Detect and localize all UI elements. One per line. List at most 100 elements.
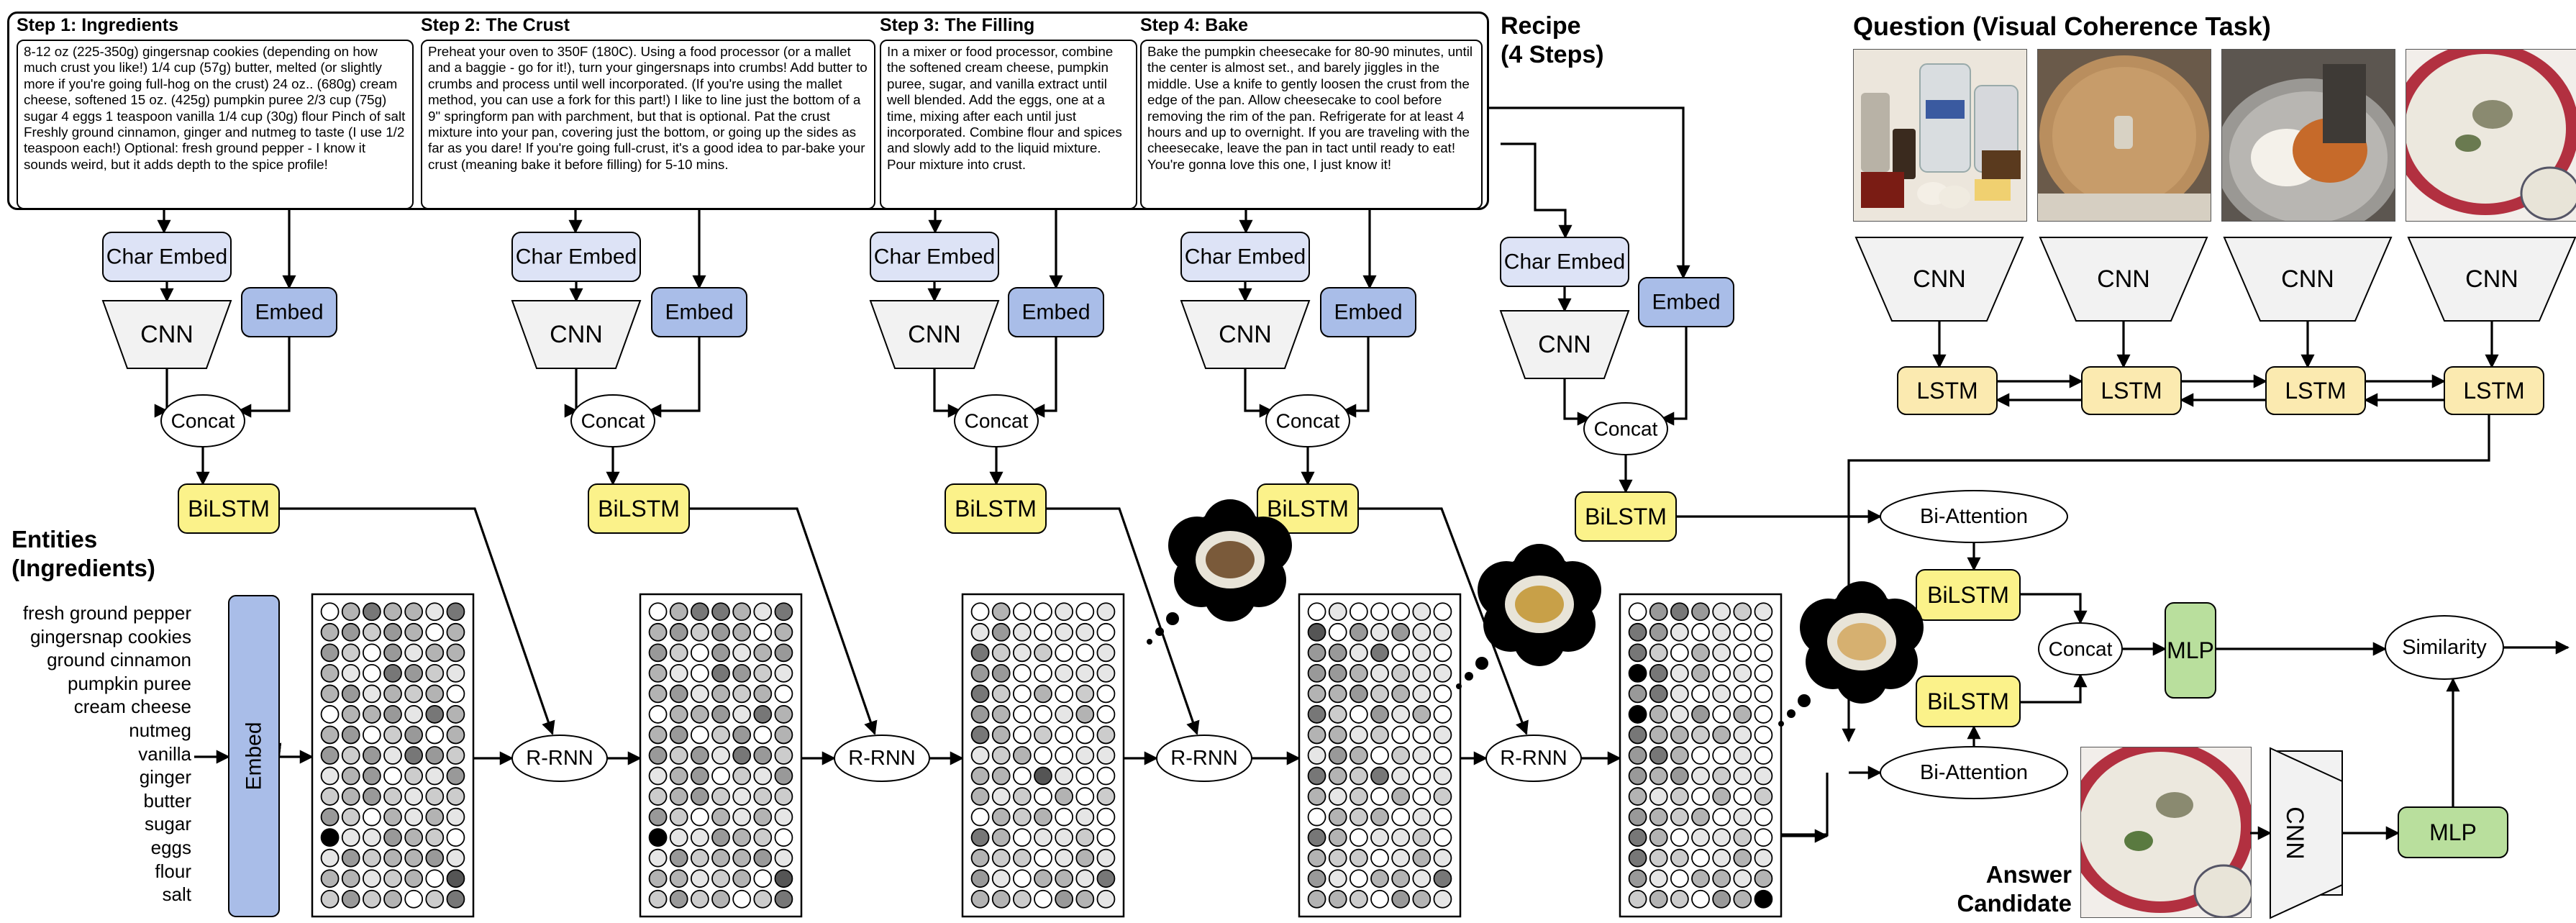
memory-cell — [1691, 705, 1710, 724]
char-embed-3-label: Char Embed — [874, 245, 995, 269]
cnn-answer-label: CNN — [2281, 806, 2308, 860]
memory-cell — [383, 602, 402, 622]
memory-cell — [1670, 766, 1689, 786]
memory-cell — [1649, 705, 1668, 724]
memory-cell — [362, 705, 381, 724]
answer-label-line1: Answer — [1985, 861, 2072, 888]
similarity-label: Similarity — [2402, 636, 2487, 659]
memory-cell — [1733, 643, 1752, 663]
entity-embed-label: Embed — [242, 722, 266, 790]
cnn-text-2-label: CNN — [550, 321, 603, 348]
arrow-cnn-concat-5 — [1563, 378, 1591, 426]
memory-cell — [711, 684, 730, 704]
memory-cell — [1307, 848, 1326, 868]
ingredient-item: salt — [162, 883, 191, 906]
similarity: Similarity — [2385, 615, 2504, 680]
memory-cell — [648, 622, 668, 642]
question-label: Question (Visual Coherence Task) — [1853, 12, 2271, 41]
memory-cell — [1012, 828, 1032, 847]
r-rnn-4: R-RNN — [1485, 735, 1582, 782]
memory-cell — [1412, 766, 1432, 786]
memory-cell — [1349, 684, 1368, 704]
memory-cell — [1670, 828, 1689, 847]
memory-cell — [991, 869, 1011, 888]
answer-cheesecake-photo-icon — [2081, 747, 2251, 917]
memory-cell — [1328, 828, 1347, 847]
memory-cell — [1307, 663, 1326, 683]
memory-cell — [1349, 746, 1368, 765]
cnn-text-4-label: CNN — [1219, 321, 1272, 348]
memory-cell — [1754, 807, 1773, 827]
memory-cell — [690, 705, 709, 724]
memory-cell — [1691, 828, 1710, 847]
memory-cell — [1649, 622, 1668, 642]
memory-cell — [1075, 766, 1095, 786]
bilstm-fusion-top-label: BiLSTM — [1927, 582, 2009, 608]
memory-cell — [774, 807, 793, 827]
arrow-bilstm-concat-top — [2020, 593, 2088, 624]
memory-cell — [753, 787, 773, 806]
memory-cell — [1691, 889, 1710, 909]
memory-cell — [1433, 828, 1452, 847]
memory-cell — [362, 663, 381, 683]
memory-cell — [1712, 602, 1731, 622]
embed-3: Embed — [1008, 287, 1104, 337]
memory-cell — [1055, 602, 1074, 622]
memory-cell — [320, 766, 340, 786]
memory-cell — [1628, 622, 1647, 642]
ingredient-item: ground cinnamon — [47, 649, 191, 671]
step-4-title: Step 4: Bake — [1140, 15, 1249, 35]
memory-cell — [1391, 746, 1411, 765]
memory-cell — [991, 828, 1011, 847]
memory-cell — [970, 766, 990, 786]
memory-cell — [1012, 746, 1032, 765]
r-rnn-3-label: R-RNN — [1170, 747, 1237, 770]
memory-cell — [1433, 807, 1452, 827]
memory-cell — [1433, 869, 1452, 888]
memory-cell — [711, 643, 730, 663]
memory-cell — [1670, 848, 1689, 868]
memory-cell — [1349, 807, 1368, 827]
memory-cell — [991, 602, 1011, 622]
memory-cell — [1370, 869, 1389, 888]
memory-cell — [1096, 807, 1116, 827]
lstm-4: LSTM — [2444, 366, 2544, 415]
memory-cell — [425, 766, 445, 786]
memory-cell — [1391, 602, 1411, 622]
cnn-image-1-label: CNN — [1913, 265, 1966, 293]
line-step4-question — [1501, 142, 1537, 187]
memory-cell — [383, 807, 402, 827]
memory-cell — [1034, 622, 1052, 642]
memory-cell — [1075, 807, 1095, 827]
memory-cell — [320, 705, 340, 724]
memory-cell — [1034, 766, 1052, 786]
memory-cell — [1412, 622, 1432, 642]
memory-cell — [1034, 705, 1052, 724]
memory-cell — [711, 807, 730, 827]
memory-cell — [1670, 889, 1689, 909]
step-4-text: Bake the pumpkin cheesecake for 80-90 mi… — [1140, 40, 1483, 209]
arrow-embed-concat-4 — [1342, 337, 1370, 418]
memory-cell — [362, 725, 381, 745]
memory-cell — [690, 622, 709, 642]
memory-cell — [970, 828, 990, 847]
memory-cell — [1349, 787, 1368, 806]
memory-cell — [669, 828, 688, 847]
memory-cell — [404, 869, 424, 888]
memory-cell — [1012, 807, 1032, 827]
memory-cell — [732, 828, 752, 847]
memory-cell — [446, 828, 465, 847]
memory-cell — [1075, 684, 1095, 704]
memory-cell — [1391, 705, 1411, 724]
memory-cell — [1012, 766, 1032, 786]
memory-cell — [446, 622, 465, 642]
memory-cell — [669, 787, 688, 806]
memory-cell — [1391, 663, 1411, 683]
ingredient-item: sugar — [144, 813, 191, 835]
entity-embed: Embed — [228, 595, 280, 917]
answer-label: Answer Candidate — [1928, 860, 2072, 918]
memory-cell — [1628, 602, 1647, 622]
memory-cell — [1433, 663, 1452, 683]
memory-cell — [690, 725, 709, 745]
memory-cell — [320, 807, 340, 827]
